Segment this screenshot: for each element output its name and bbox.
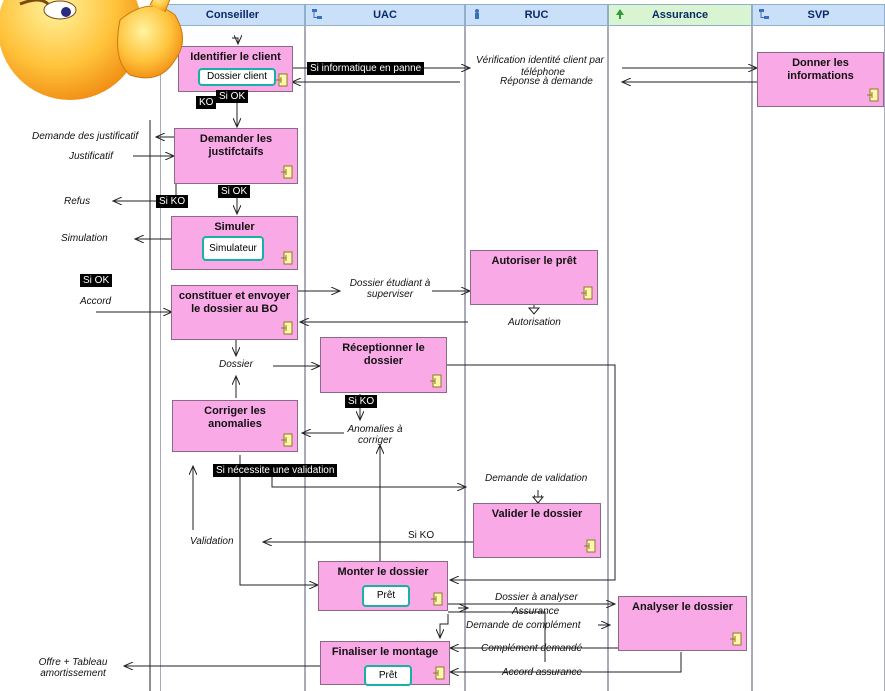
activity-corriger-anomalies[interactable]: Corriger les anomalies xyxy=(172,400,298,452)
tree-icon xyxy=(616,9,624,19)
lane-title: UAC xyxy=(373,9,397,21)
person-icon xyxy=(475,9,479,19)
label-dossier-analyser: Dossier à analyser xyxy=(495,592,578,603)
thinking-emoji-icon xyxy=(0,0,183,100)
subprocess-icon xyxy=(581,286,593,300)
condition-ko-top: KO xyxy=(196,96,217,109)
activity-analyser-dossier[interactable]: Analyser le dossier xyxy=(618,596,747,651)
condition-si-ok-1: Si OK xyxy=(216,90,249,103)
activity-autoriser-pret[interactable]: Autoriser le prêt xyxy=(470,250,598,305)
lane-header-uac: UAC xyxy=(305,4,465,26)
label-refus: Refus xyxy=(64,196,91,207)
lane-title: Conseiller xyxy=(205,9,260,21)
subprocess-icon xyxy=(433,666,445,680)
label-simulation: Simulation xyxy=(61,233,108,244)
label-accord: Accord xyxy=(80,296,112,307)
subprocess-icon xyxy=(584,539,596,553)
lane-header-conseiller: Conseiller xyxy=(160,4,305,26)
label-justificatif: Justificatif xyxy=(69,151,113,162)
condition-si-ok-2: Si OK xyxy=(218,185,251,198)
subprocess-icon xyxy=(431,592,443,606)
activity-label: Identifier le client xyxy=(190,51,281,63)
activity-label: constituer et envoyer le dossier au BO xyxy=(178,290,291,315)
activity-donner-informations[interactable]: Donner les informations xyxy=(757,52,884,107)
subprocess-icon xyxy=(730,632,742,646)
activity-label: Autoriser le prêt xyxy=(491,255,577,267)
object-pret-monter: Prêt xyxy=(362,585,410,607)
lane-svp xyxy=(752,26,885,691)
activity-label: Valider le dossier xyxy=(491,508,583,520)
label-complement-demande: Complément demandé xyxy=(481,643,583,654)
activity-receptionner-dossier[interactable]: Réceptionner le dossier xyxy=(320,337,447,393)
activity-label: Monter le dossier xyxy=(337,566,429,578)
condition-si-ok-3: Si OK xyxy=(80,274,113,287)
condition-si-validation: Si nécessite une validation xyxy=(213,464,338,477)
subprocess-icon xyxy=(281,433,293,447)
subprocess-icon xyxy=(281,165,293,179)
activity-label: Simuler xyxy=(214,221,255,233)
subprocess-icon xyxy=(867,88,879,102)
subprocess-icon xyxy=(281,251,293,265)
object-dossier-client: Dossier client xyxy=(198,68,276,86)
lane-header-svp: SVP xyxy=(752,4,885,26)
subprocess-icon xyxy=(281,321,293,335)
condition-si-informatique-panne: Si informatique en panne xyxy=(307,62,425,75)
activity-label: Finaliser le montage xyxy=(331,646,439,658)
activity-label: Demander les justifctaifs xyxy=(199,133,273,158)
label-validation: Validation xyxy=(190,536,234,547)
activity-demander-justificatifs[interactable]: Demander les justifctaifs xyxy=(174,128,298,184)
label-dossier: Dossier xyxy=(219,359,253,370)
label-demande-validation: Demande de validation xyxy=(485,473,588,484)
object-pret-finaliser: Prêt xyxy=(364,665,412,686)
activity-label: Réceptionner le dossier xyxy=(342,342,425,367)
label-reponse-demande: Réponse à demande xyxy=(500,76,593,87)
label-si-ko-validation: Si KO xyxy=(408,530,435,541)
activity-constituer-dossier[interactable]: constituer et envoyer le dossier au BO xyxy=(171,285,298,340)
condition-si-ko-1: Si KO xyxy=(156,195,189,208)
label-assurance: Assurance xyxy=(512,606,560,617)
label-telephone: téléphone xyxy=(521,67,565,78)
activity-label: Donner les informations xyxy=(787,57,854,82)
activity-label: Analyser le dossier xyxy=(632,601,733,613)
lane-title: SVP xyxy=(807,9,830,21)
lane-title: RUC xyxy=(524,9,549,21)
activity-valider-dossier[interactable]: Valider le dossier xyxy=(473,503,601,558)
label-autorisation: Autorisation xyxy=(508,317,561,328)
condition-si-ko-2: Si KO xyxy=(345,395,378,408)
label-demande-justificatif: Demande des justificatif xyxy=(32,131,139,142)
activity-label: Corriger les anomalies xyxy=(204,405,266,430)
subprocess-icon xyxy=(276,73,288,87)
lane-title: Assurance xyxy=(651,9,709,21)
org-chart-icon xyxy=(759,9,769,19)
label-demande-complement: Demande de complément xyxy=(466,620,581,631)
lane-assurance xyxy=(608,26,752,691)
object-simulateur: Simulateur xyxy=(202,236,264,261)
subprocess-icon xyxy=(430,374,442,388)
label-accord-assurance: Accord assurance xyxy=(502,667,583,678)
lane-header-assurance: Assurance xyxy=(608,4,752,26)
org-chart-icon xyxy=(312,9,322,19)
label-verification-identite: Vérification identité client par xyxy=(476,55,604,66)
lane-header-ruc: RUC xyxy=(465,4,608,26)
